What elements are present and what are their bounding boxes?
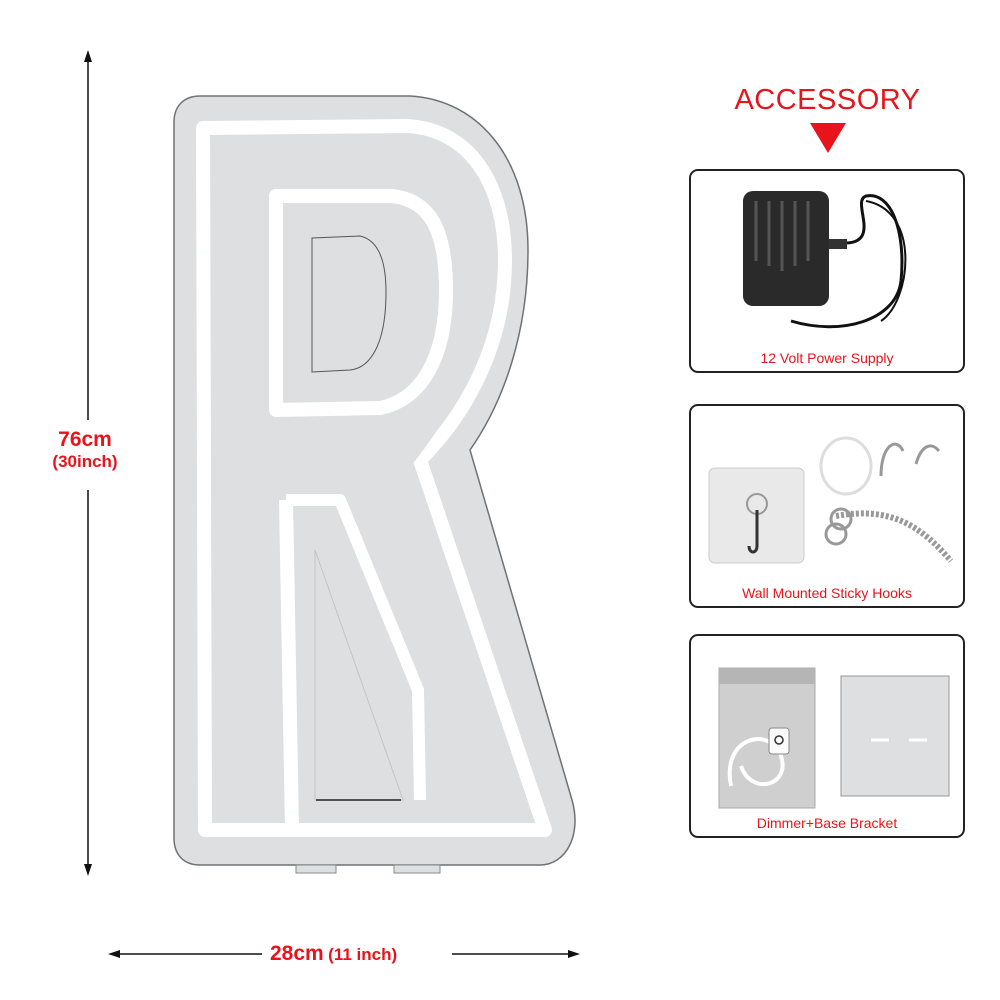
dimmer-bracket-icon (718, 667, 950, 809)
sticky-hooks-label: Wall Mounted Sticky Hooks (742, 585, 912, 601)
accessory-title: ACCESSORY (734, 84, 921, 116)
width-cm: 28cm (270, 942, 324, 965)
power-supply-label: 12 Volt Power Supply (760, 350, 894, 366)
width-inch: (11 inch) (328, 945, 398, 964)
dimmer-bracket-label: Dimmer+Base Bracket (756, 815, 898, 831)
accessory-power-supply: 12 Volt Power Supply (689, 169, 965, 373)
power-adapter-icon (743, 191, 907, 329)
neon-r-outline (196, 119, 552, 837)
accessory-dimmer-bracket: Dimmer+Base Bracket (689, 634, 965, 838)
width-label: 28cm (11 inch) (270, 942, 397, 966)
height-inch: (30inch) (52, 452, 118, 471)
width-arrow (108, 950, 580, 958)
accessory-sticky-hooks: Wall Mounted Sticky Hooks (689, 404, 965, 608)
height-arrow (84, 50, 92, 876)
down-arrow-icon (810, 123, 846, 153)
letter-r-sign (173, 95, 576, 874)
height-label: 76cm (30inch) (20, 428, 150, 472)
height-cm: 76cm (58, 428, 112, 451)
sticky-hooks-icon (708, 436, 954, 564)
